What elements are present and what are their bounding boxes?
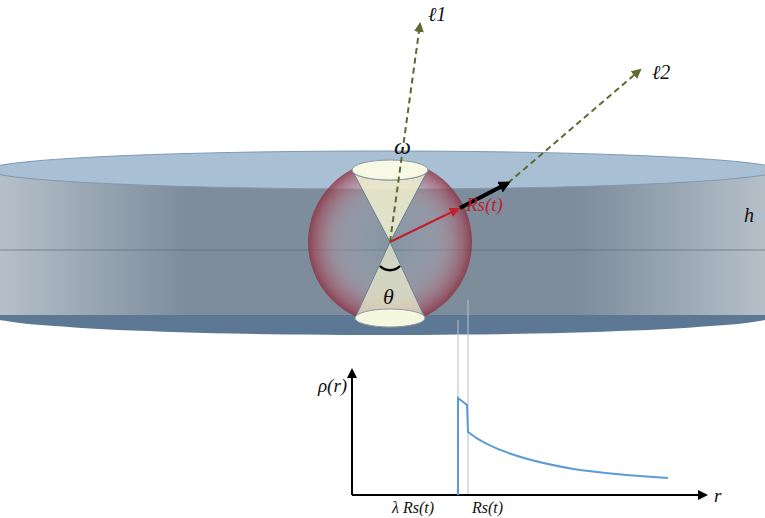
angle-label: θ [383,286,394,308]
lower-cone [355,242,425,327]
x-axis [352,494,706,496]
axis-label: r [714,486,721,505]
density-curve [458,398,668,495]
tick-label: λ Rs(t) [392,500,434,516]
y-axis [351,370,353,495]
direction-l2 [508,70,640,183]
shock-sphere [308,160,472,324]
radius-label: Rs(t) [466,195,503,214]
direction-label: ℓ1 [428,4,446,24]
axis-label: ρ(r) [318,376,347,395]
radius-vector [390,209,458,242]
angle-arc [380,266,400,270]
upper-cone-cap [352,160,428,180]
tick-label: Rs(t) [472,500,503,516]
solid-angle-label: ω [394,134,411,158]
upper-cone [352,170,428,242]
direction-l1 [390,24,420,242]
lower-cone-cap [355,309,425,327]
thickness-label: h [744,205,754,225]
projection-line [468,300,469,495]
direction-label: ℓ2 [652,62,670,82]
